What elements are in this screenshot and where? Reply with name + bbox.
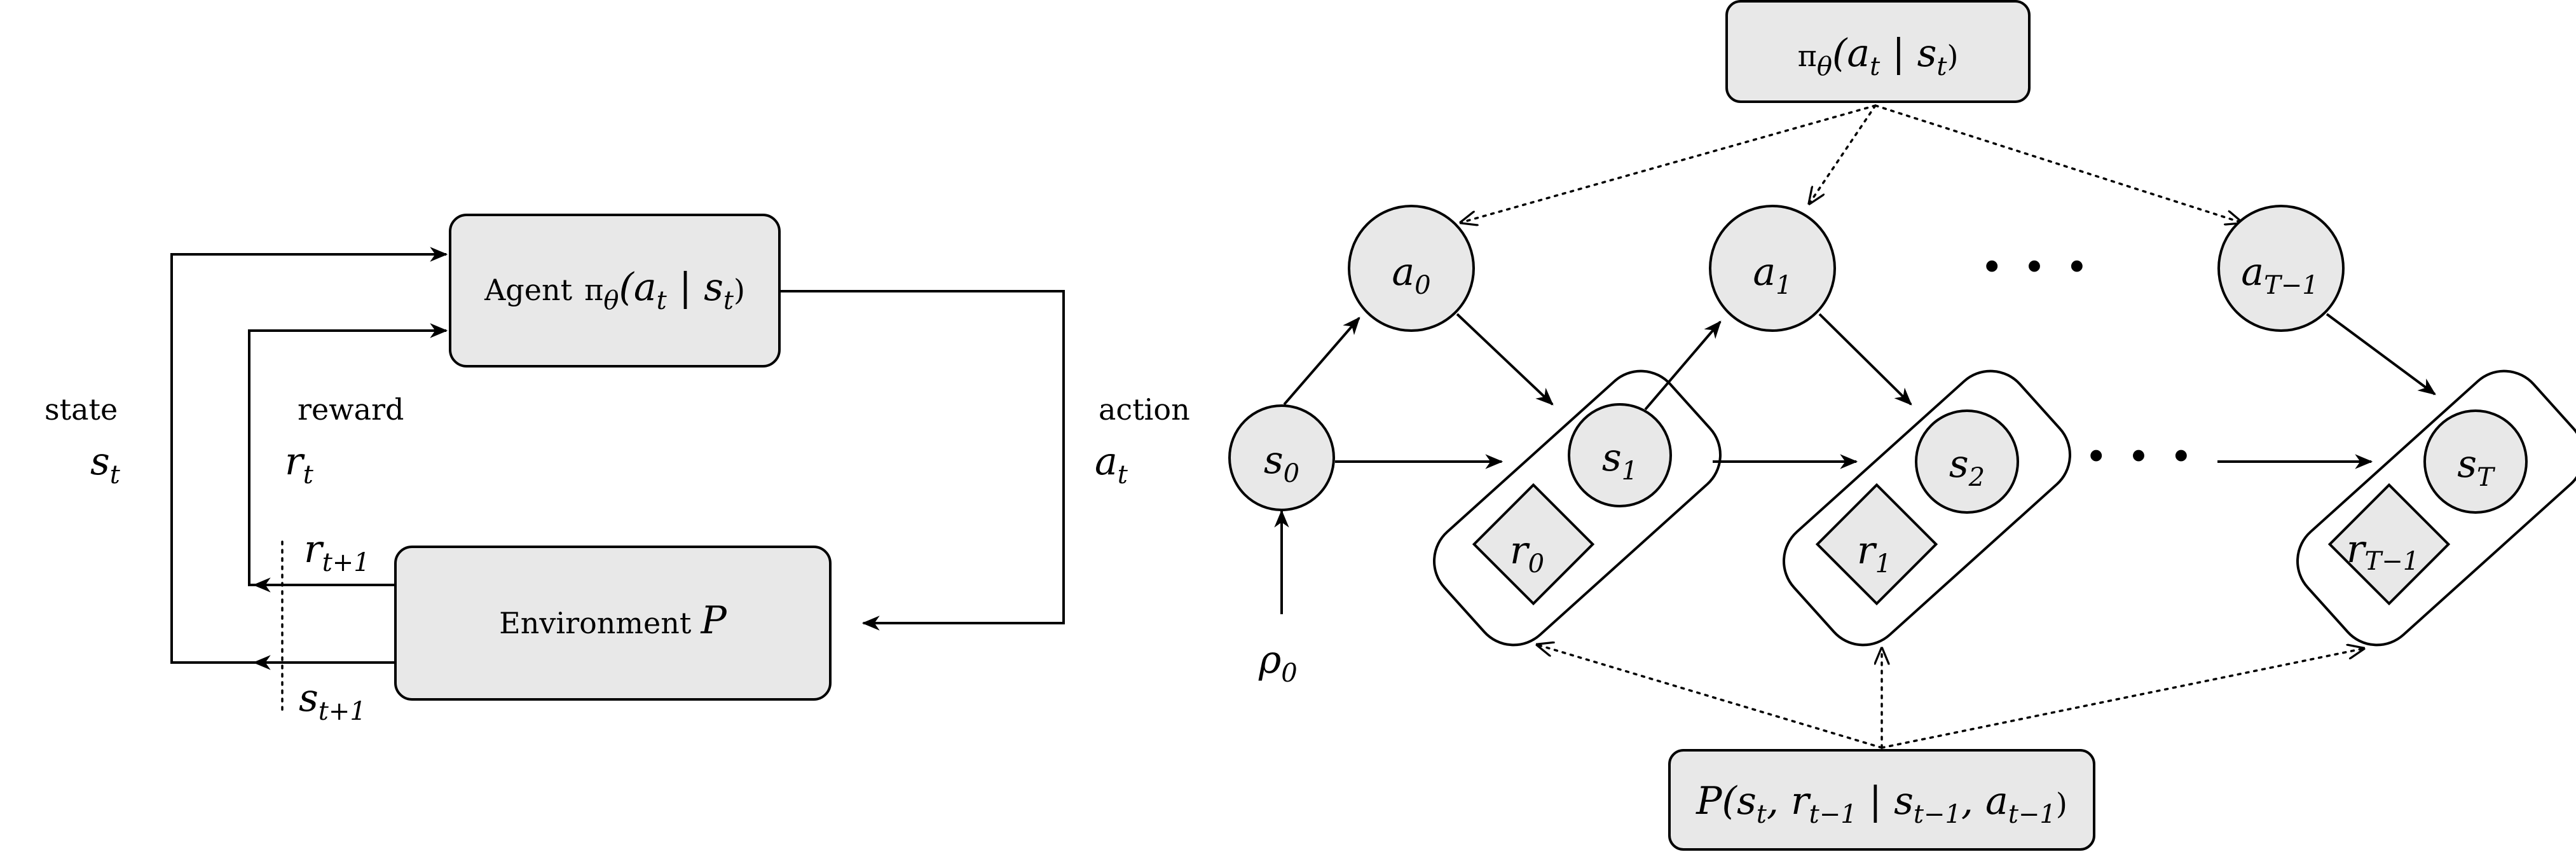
policy-edge-a1 xyxy=(1809,104,1877,203)
node-s2-label: s2 xyxy=(1949,442,1985,492)
action-word: action xyxy=(1099,392,1190,427)
node-rT xyxy=(2327,483,2451,606)
state-next-symbol: st+1 xyxy=(299,676,366,726)
node-s0-label: s0 xyxy=(1264,438,1299,488)
node-sT xyxy=(2423,409,2528,514)
reward-symbol: rt xyxy=(285,439,314,490)
edge-s1-a1 xyxy=(1644,320,1722,411)
group-sT-rT: rT−1 sT xyxy=(2296,369,2576,647)
node-sT-label: sT xyxy=(2457,442,2496,492)
dots-mid: · · · xyxy=(2085,420,2191,491)
dots-top: · · · xyxy=(1981,230,2087,302)
node-s2 xyxy=(1915,409,2019,514)
group-s2-r1: r1 s2 xyxy=(1783,369,2071,647)
transition-label: P(st, rt−1 | st−1, at−1) xyxy=(1696,779,2067,829)
node-a0 xyxy=(1348,205,1475,332)
action-edge xyxy=(779,290,1065,631)
node-aT xyxy=(2217,205,2345,332)
rho-label: ρ0 xyxy=(1258,638,1298,688)
node-s1-label: s1 xyxy=(1602,436,1638,486)
policy-box xyxy=(1725,0,2031,103)
node-aT-label: aT−1 xyxy=(2241,250,2318,300)
node-s1 xyxy=(1568,403,1672,507)
node-r0 xyxy=(1472,483,1595,606)
transition-edge-g1 xyxy=(1537,645,1883,749)
policy-label: πθ(at | st) xyxy=(1798,31,1959,81)
node-r1-label: r1 xyxy=(1857,528,1891,579)
edge-a1-s2 xyxy=(1818,313,1912,406)
edge-s0-a0 xyxy=(1283,317,1360,406)
agent-label: Agent πθ(at | st) xyxy=(484,265,745,315)
node-r0-label: r0 xyxy=(1510,528,1544,579)
state-word: state xyxy=(45,392,118,427)
edge-a0-s1 xyxy=(1456,313,1554,406)
environment-box xyxy=(394,546,832,701)
reward-word: reward xyxy=(298,392,404,427)
node-rT-label: rT−1 xyxy=(2346,527,2419,576)
transition-box xyxy=(1668,749,2095,851)
edge-aT-sT xyxy=(2326,313,2436,395)
agent-environment-loop: Agent πθ(at | st) Environment P state st… xyxy=(45,214,1190,726)
trajectory-graph: πθ(at | st) a0 a1 aT−1 · · · s0 ρ0 r0 s1 xyxy=(1228,0,2576,851)
reward-next-symbol: rt+1 xyxy=(304,527,370,577)
policy-edge-a0 xyxy=(1461,104,1877,223)
transition-edge-g3 xyxy=(1881,649,2364,749)
policy-edge-aT xyxy=(1874,104,2242,223)
state-symbol: st xyxy=(90,439,121,490)
group-s1-r0: r0 s1 xyxy=(1433,369,1722,647)
node-a1 xyxy=(1709,205,1836,332)
action-symbol: at xyxy=(1095,439,1128,490)
node-a0-label: a0 xyxy=(1392,250,1430,300)
node-a1-label: a1 xyxy=(1753,250,1792,300)
node-r1 xyxy=(1815,483,1938,606)
environment-label: Environment P xyxy=(499,598,727,643)
